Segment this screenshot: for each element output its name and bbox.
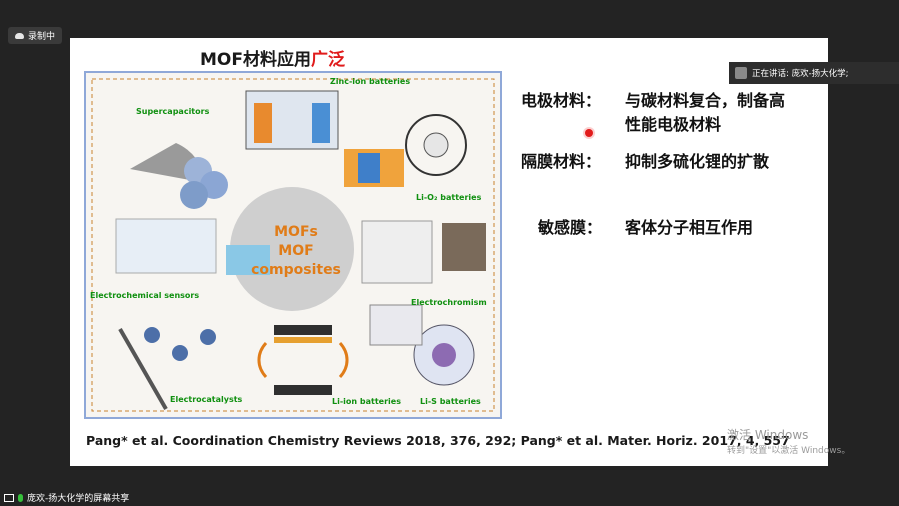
label-lio2-batteries: Li-O₂ batteries [416,193,482,202]
label-electrochemical-sensors: Electrochemical sensors [90,291,200,300]
screen-share-bar[interactable]: 庞欢-扬大化学的屏幕共享 [4,491,129,504]
zinc-anode-shape [254,103,272,143]
bullet-electrode-key: 电极材料： [521,91,602,110]
bullet-electrode-text-2: 性能电极材料 [625,115,722,134]
bullet-sensitive-key: 敏感膜： [538,218,603,237]
recording-label: 录制中 [27,32,55,42]
mof-applications-figure: Zinc-ion batteries Supercapacitors Li-O₂… [84,71,502,419]
lio2-ring-center [423,132,449,158]
electrochromism-image [361,220,433,284]
slide-title-accent: 广泛 [310,50,345,70]
figure-center-text: MOFs MOF composites [231,223,361,280]
center-line-1: MOFs [274,224,318,240]
label-electrocatalysts: Electrocatalysts [170,395,243,404]
center-circle [230,187,354,311]
electrocatalyst-rod-image [118,328,168,410]
screen-share-icon [4,493,14,502]
speaker-indicator[interactable]: 正在讲话: 庞欢-扬大化学; [729,62,899,84]
zinc-cathode-shape [312,103,330,143]
bullet-electrode-text: 与碳材料复合，制备高 [625,91,786,110]
label-li-s-batteries: Li-S batteries [420,397,481,406]
label-li-ion-batteries: Li-ion batteries [332,397,401,406]
center-line-2: MOF composites [251,243,341,278]
electrocatalyst-node-2 [172,345,188,361]
liion-arrow-right [338,341,349,379]
electrocatalyst-node-1 [144,327,160,343]
watermark-line-1: 激活 Windows [727,428,809,442]
slide-title-main: MOF材料应用 [200,50,311,70]
slide-title: MOF材料应用广泛 [70,45,475,70]
figure-graphics [91,78,495,412]
label-supercapacitors: Supercapacitors [136,107,210,116]
supercapacitor-sphere-3 [180,181,208,209]
microphone-icon [18,493,23,502]
bullet-separator-key: 隔膜材料： [521,152,602,171]
lis-cell-image [369,304,423,346]
liion-layer-bottom [274,385,332,395]
windows-activation-watermark: 激活 Windows 转到"设置"以激活 Windows。 [727,426,850,456]
dashed-frame [91,78,495,412]
label-electrochromism: Electrochromism [411,298,487,307]
screen-share-label: 庞欢-扬大化学的屏幕共享 [27,494,130,504]
speaker-label: 正在讲话: 庞欢-扬大化学; [752,69,849,79]
lio2-electrolyte-shape [358,153,380,183]
bullet-sensitive-text: 客体分子相互作用 [625,218,754,237]
cloud-icon [14,32,24,39]
citation-text: Pang* et al. Coordination Chemistry Revi… [86,433,790,448]
liion-layer-mid [274,337,332,343]
laser-pointer-dot [585,129,593,137]
sensor-serum-image [226,245,270,275]
liion-arrow-left [257,341,268,379]
label-zinc-ion-batteries: Zinc-ion batteries [330,77,411,86]
lis-core-shape [432,343,456,367]
sensor-molecule-image [115,218,217,274]
slide: MOF材料应用广泛 [70,38,828,466]
bullet-separator-text: 抑制多硫化锂的扩散 [625,152,770,171]
electrochromism-device-image [442,223,486,271]
speaker-avatar [735,67,747,79]
watermark-line-2: 转到"设置"以激活 Windows。 [727,446,851,456]
lio2-ring-image [405,114,467,176]
recording-badge: 录制中 [8,27,62,44]
liion-layer-top [274,325,332,335]
electrocatalyst-node-3 [200,329,216,345]
